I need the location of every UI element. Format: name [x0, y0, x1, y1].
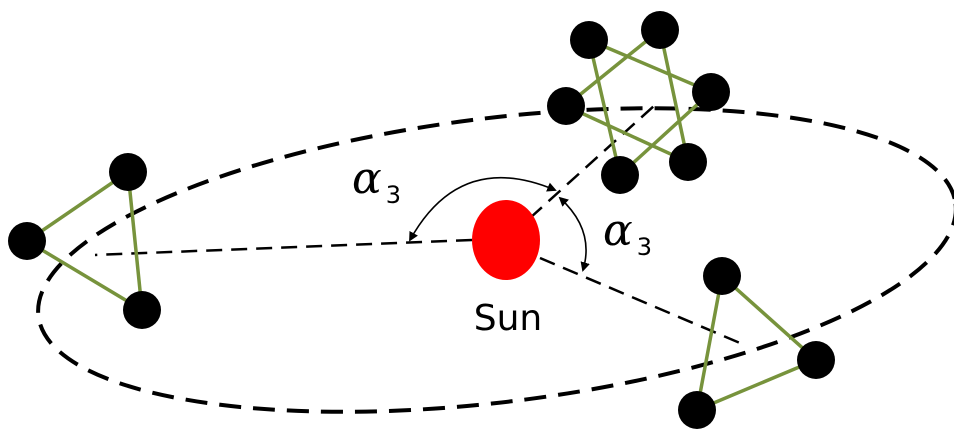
angle-symbol: α — [352, 153, 382, 204]
spacecraft-node — [601, 156, 639, 194]
spacecraft-node — [570, 21, 608, 59]
formation-edges — [586, 37, 715, 179]
sun-label: Sun — [474, 298, 542, 339]
sun-to-left-formation-line — [94, 238, 473, 257]
spacecraft-node — [669, 143, 707, 181]
angle-arc-left — [409, 176, 557, 242]
formation-left-triangle — [8, 153, 161, 329]
formation-edges — [694, 272, 820, 413]
angle-arc-right — [558, 196, 590, 272]
formation-edges — [562, 26, 691, 166]
formation-top-hexagram — [547, 11, 730, 194]
sun-to-right-formation-line — [539, 256, 741, 345]
spacecraft-node — [678, 391, 716, 429]
formation-edges — [23, 168, 145, 314]
spacecraft-node — [547, 87, 585, 125]
spacecraft-node — [797, 341, 835, 379]
spacecraft-node — [703, 257, 741, 295]
angle-subscript: 3 — [386, 181, 401, 209]
spacecraft-node — [123, 291, 161, 329]
sun-disk — [472, 200, 540, 280]
formation-right-triangle — [678, 257, 835, 429]
angle-subscript: 3 — [637, 233, 652, 261]
spacecraft-node — [692, 73, 730, 111]
spacecraft-node — [641, 11, 679, 49]
angle-symbol: α — [603, 205, 633, 256]
spacecraft-node — [8, 222, 46, 260]
spacecraft-node — [109, 153, 147, 191]
